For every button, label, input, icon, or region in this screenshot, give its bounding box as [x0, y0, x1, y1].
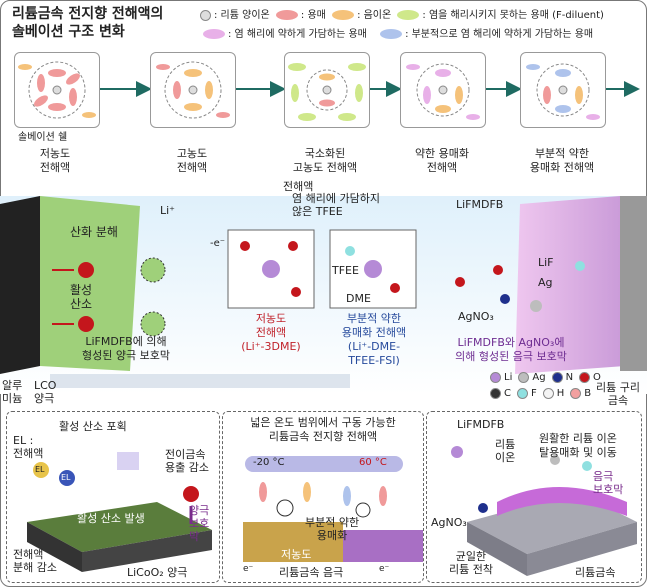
legend-weak-solvent: : 염 해리에 약하게 가담하는 용매	[228, 29, 367, 40]
legend-anion: : 음이온	[357, 10, 392, 21]
atom-f-icon	[516, 387, 528, 399]
tfee-molecule-label: TFEE	[332, 264, 359, 277]
agno3-label: AgNO₃	[458, 310, 494, 323]
el-tag-2: EL	[61, 473, 71, 482]
atom-li-label: Li	[504, 372, 513, 383]
atom-b-label: B	[584, 388, 592, 399]
legend-row-1: : 리튬 양이온 : 용매 : 음이온 : 염을 해리시키지 못하는 용매 (F…	[200, 6, 604, 21]
atom-h-icon	[542, 387, 554, 399]
atom-b-icon	[570, 387, 582, 399]
legend-f-diluent: : 염을 해리시키지 못하는 용매 (F-diluent)	[422, 10, 604, 21]
legend-li-ion: : 리튬 양이온	[214, 10, 270, 21]
atom-legend: Li Ag N O C F H B	[484, 370, 601, 402]
legend-solvent: : 용매	[300, 10, 326, 21]
stage-panel-low-conc	[14, 52, 100, 128]
temp-high: 60 °C	[359, 457, 387, 468]
anode-label: 리튬금속 음극	[279, 566, 344, 579]
lifmdfb-label: LiFMDFB	[456, 198, 504, 211]
atom-c-icon	[490, 387, 501, 399]
e-minus-label: -e⁻	[210, 238, 226, 249]
legend-row-2: : 염 해리에 약하게 가담하는 용매 : 부분적으로 염 해리에 약하게 가담…	[200, 25, 593, 40]
oxidation-label: 산화 분해	[70, 225, 118, 239]
weak-solvent-legend-icon	[203, 29, 225, 39]
ag-label: Ag	[538, 276, 553, 289]
solvent-legend-icon	[275, 10, 298, 20]
electrolyte-label: 전해액	[283, 180, 314, 193]
el-label: EL :전해액	[13, 434, 44, 460]
lifmdfb-bottom: LiFMDFB	[457, 418, 505, 431]
electron-left: e⁻	[243, 564, 254, 574]
atom-ag-icon	[518, 371, 530, 383]
solvation-stages	[98, 81, 640, 97]
electron-right: e⁻	[379, 564, 390, 574]
diluent-legend-icon	[397, 10, 420, 20]
li-plus-label: Li⁺	[160, 204, 175, 217]
lif-label: LiF	[538, 256, 554, 269]
agno3-bottom: AgNO₃	[431, 516, 467, 529]
lithium-metal-label: 리튬금속	[575, 566, 616, 579]
li-ion-legend-icon	[200, 9, 211, 21]
anion-legend-icon	[332, 10, 355, 20]
low-conc-bottom: 저농도	[281, 548, 312, 561]
legend-partial-solvent: : 부분적으로 염 해리에 약하게 가담하는 용매	[405, 29, 594, 40]
dme-molecule-label: DME	[346, 292, 371, 305]
temp-low: -20 °C	[253, 457, 285, 468]
atom-n-label: N	[565, 372, 574, 383]
capture-label: 활성 산소 포획	[59, 420, 127, 433]
atom-c-label: C	[504, 388, 511, 399]
solvation-shell-label: 솔베이션 쉘	[18, 132, 68, 143]
generation-label: 활성 산소 발생	[77, 512, 145, 525]
atom-o-icon	[579, 371, 591, 383]
partial-solvent-legend-icon	[380, 29, 403, 39]
stage-panel-weak	[400, 52, 486, 128]
stage-panel-partial	[520, 52, 606, 128]
atom-ag-label: Ag	[532, 372, 546, 383]
atom-h-label: H	[556, 388, 565, 399]
atom-n-icon	[551, 371, 563, 383]
atom-li-icon	[490, 371, 501, 383]
stage-panel-localized	[284, 52, 370, 128]
atom-f-label: F	[530, 388, 537, 399]
battery-cell-illustration	[0, 196, 647, 394]
el-tag-1: EL	[35, 465, 45, 474]
figure-title: 리튬금속 전지향 전해액의 솔베이션 구조 변화	[12, 6, 164, 40]
atom-o-label: O	[593, 372, 601, 383]
lco-cathode-label: LiCoO₂ 양극	[127, 566, 188, 579]
stage-panel-high-conc	[150, 52, 236, 128]
